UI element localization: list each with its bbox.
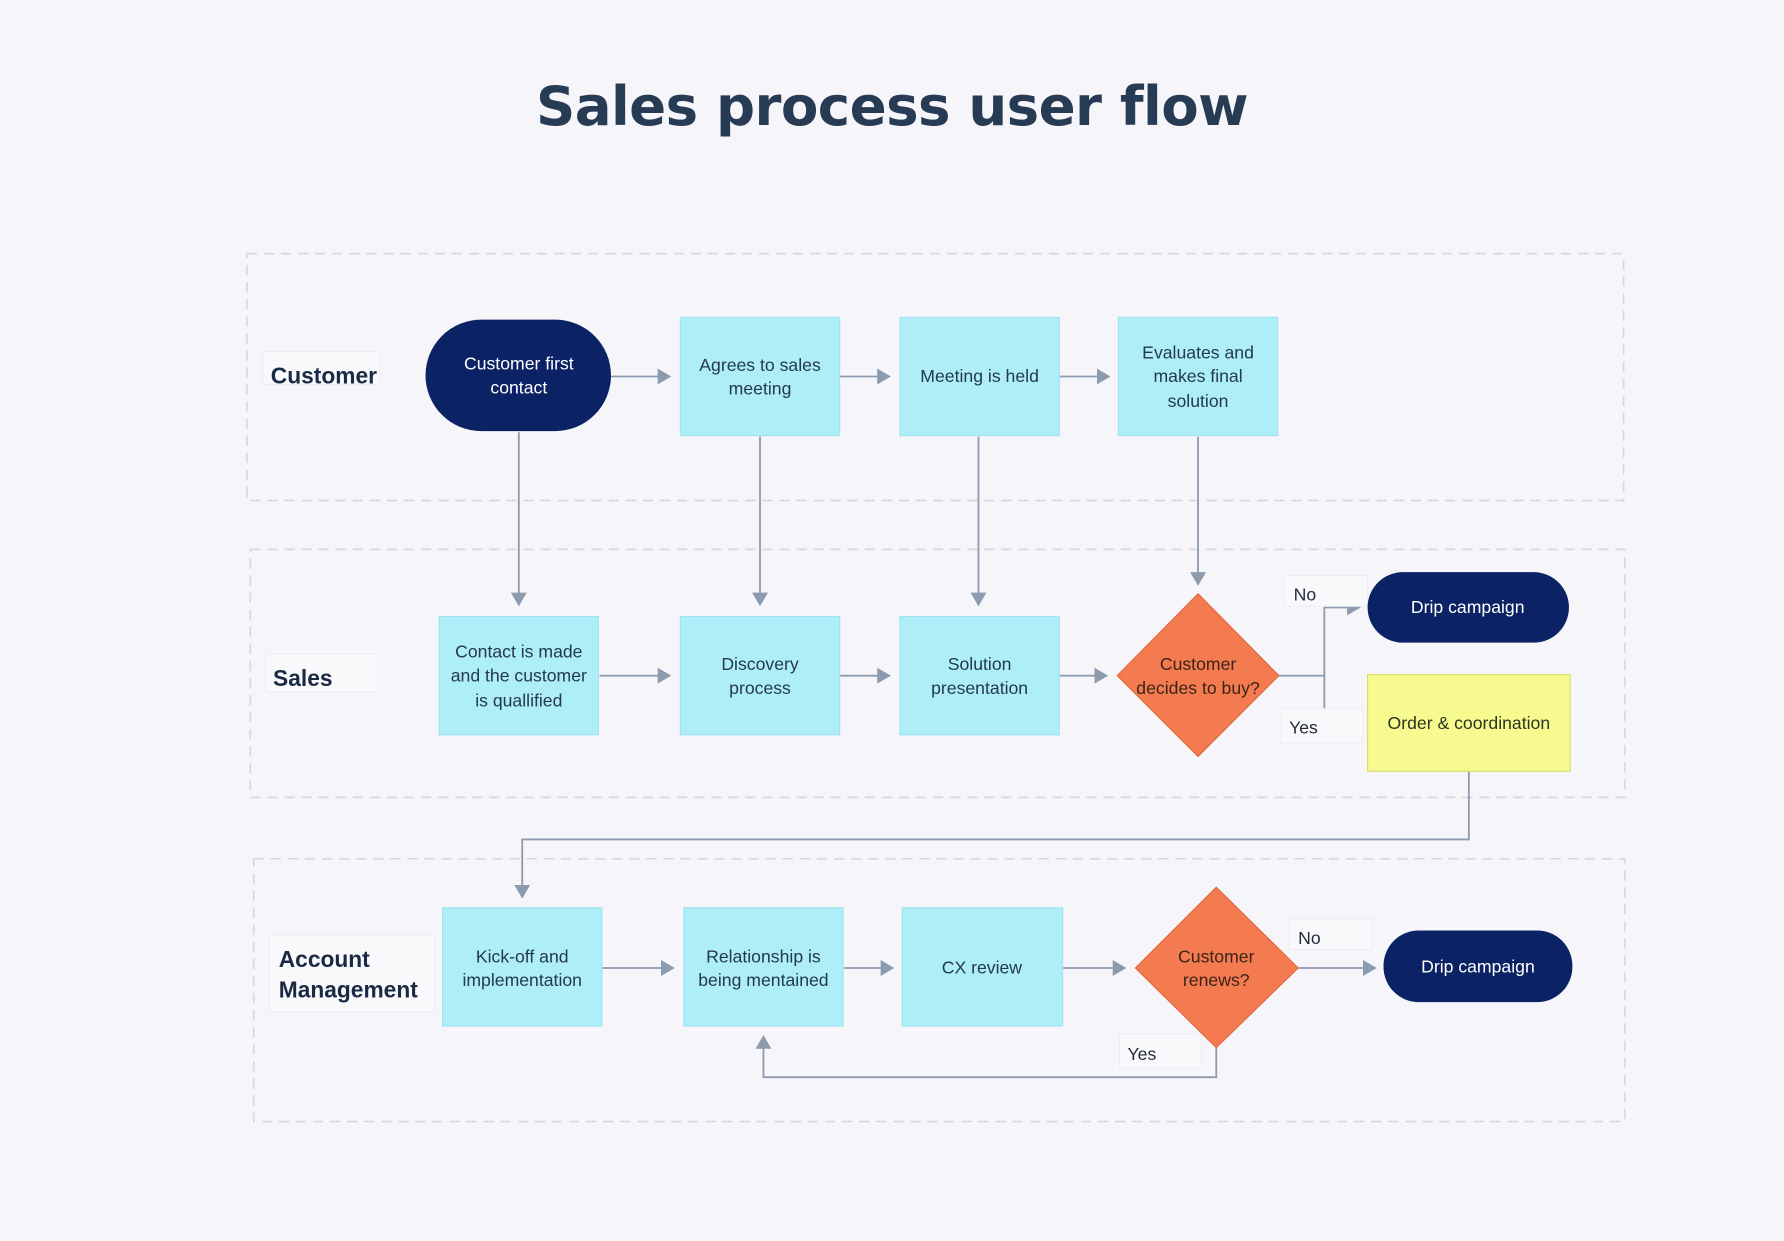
node-label: process (729, 678, 791, 698)
connector-n14-n12-yes (755, 1035, 1218, 1079)
node-cx-review[interactable]: CX review (901, 907, 1064, 1027)
lane-label-text: Sales (273, 665, 332, 691)
node-label: Relationship is (706, 946, 821, 966)
node-label: solution (1168, 391, 1229, 411)
node-contact-qualified[interactable]: Contact is made and the customer is qual… (438, 615, 600, 736)
edge-label-yes-renew: Yes (1118, 1033, 1203, 1069)
node-kickoff-implementation[interactable]: Kick-off and implementation (442, 907, 603, 1027)
node-discovery-process[interactable]: Discovery process (679, 615, 841, 736)
lane-sales (249, 548, 1626, 799)
edge-label-text: Yes (1289, 718, 1318, 738)
node-label: decides to buy? (1136, 678, 1260, 698)
node-customer-decides-to-buy[interactable]: Customer decides to buy? (1116, 592, 1280, 758)
edge-label-text: Yes (1128, 1044, 1157, 1064)
connectors (510, 368, 1470, 1079)
node-customer-first-contact[interactable]: Customer first contact (425, 319, 611, 432)
node-label: Drip campaign (1411, 597, 1525, 617)
node-drip-campaign-account[interactable]: Drip campaign (1383, 930, 1573, 1003)
node-label: CX review (942, 958, 1023, 978)
node-agrees-to-sales-meeting[interactable]: Agrees to sales meeting (679, 316, 841, 437)
node-label: Drip campaign (1421, 957, 1535, 977)
lane-label-sales: Sales (264, 653, 379, 693)
lane-label-account-management: Account Management (269, 934, 436, 1013)
lane-customer (246, 252, 1625, 502)
node-label: Customer (1178, 946, 1255, 966)
lane-label-text: Management (279, 977, 418, 1003)
node-label: Contact is made (455, 641, 583, 661)
node-label: Customer (1160, 654, 1237, 674)
lane-label-text: Account (279, 946, 370, 972)
node-label: being mentained (698, 970, 828, 990)
edge-label-text: No (1298, 928, 1321, 948)
node-label: Solution (948, 654, 1012, 674)
node-label: is quallified (475, 690, 562, 710)
page-title: Sales process user flow (536, 74, 1248, 138)
node-label: implementation (462, 970, 582, 990)
node-label: renews? (1183, 970, 1250, 990)
node-label: Kick-off and (476, 946, 569, 966)
connector-n8-n9-no (1278, 599, 1361, 677)
node-label: Evaluates and (1142, 342, 1254, 362)
connector-n10-n11 (514, 771, 1470, 899)
node-label: Customer first (464, 354, 574, 374)
node-label: presentation (931, 678, 1028, 698)
node-drip-campaign-sales[interactable]: Drip campaign (1367, 572, 1569, 643)
node-customer-renews[interactable]: Customer renews? (1134, 886, 1299, 1049)
edge-label-text: No (1294, 585, 1317, 605)
edge-label-yes-buy: Yes (1280, 708, 1364, 744)
edge-label-no-buy: No (1283, 575, 1369, 607)
lane-account-management (252, 857, 1626, 1123)
node-label: Agrees to sales (699, 355, 821, 375)
node-meeting-is-held[interactable]: Meeting is held (899, 316, 1060, 437)
node-label: and the customer (451, 665, 587, 685)
lane-label-text: Customer (271, 362, 377, 388)
node-label: makes final (1153, 366, 1242, 386)
node-order-coordination[interactable]: Order & coordination (1367, 673, 1571, 772)
node-label: Discovery (721, 654, 799, 674)
node-solution-presentation[interactable]: Solution presentation (899, 615, 1060, 736)
node-label: Meeting is held (920, 366, 1039, 386)
node-label: meeting (729, 379, 792, 399)
node-evaluates-final-solution[interactable]: Evaluates and makes final solution (1117, 316, 1279, 437)
node-label: contact (490, 378, 547, 398)
node-relationship-maintained[interactable]: Relationship is being mentained (683, 907, 844, 1027)
lane-label-customer: Customer (262, 350, 381, 388)
node-label: Order & coordination (1388, 713, 1551, 733)
edge-label-no-renew: No (1288, 918, 1373, 951)
